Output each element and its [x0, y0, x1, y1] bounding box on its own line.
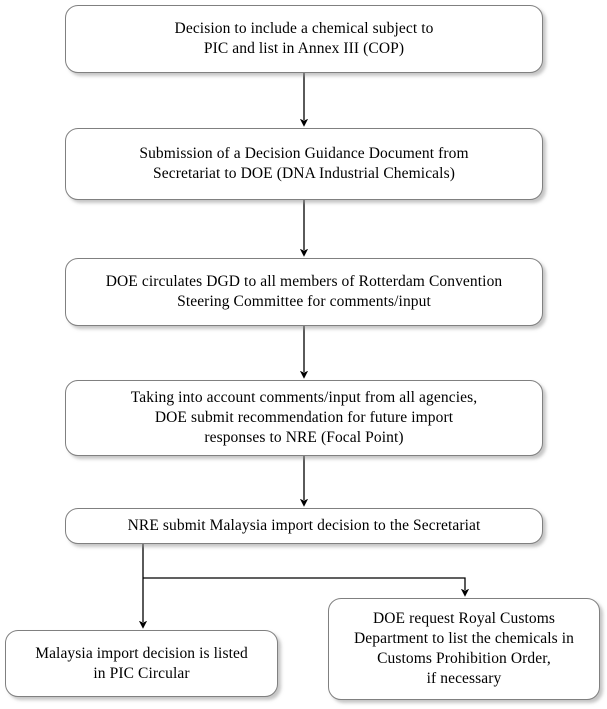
process-node-doe-submit-recommendation[interactable]: Taking into account comments/input from …	[65, 380, 543, 456]
node-label: DOE circulates DGD to all members of Rot…	[105, 273, 503, 310]
node-label: Decision to include a chemical subject t…	[174, 20, 434, 57]
process-node-pic-circular-listing[interactable]: Malaysia import decision is listed in PI…	[5, 630, 278, 697]
node-label: Submission of a Decision Guidance Docume…	[139, 145, 469, 182]
node-label: Malaysia import decision is listed in PI…	[35, 644, 248, 682]
process-node-doe-circulates-dgd[interactable]: DOE circulates DGD to all members of Rot…	[65, 258, 543, 326]
node-label: NRE submit Malaysia import decision to t…	[127, 517, 481, 535]
process-node-decision-to-include[interactable]: Decision to include a chemical subject t…	[65, 5, 543, 73]
node-label: DOE request Royal Customs Department to …	[353, 610, 574, 687]
node-label: Taking into account comments/input from …	[130, 389, 478, 446]
process-node-submission-dgd[interactable]: Submission of a Decision Guidance Docume…	[65, 128, 543, 200]
process-node-nre-submit-decision[interactable]: NRE submit Malaysia import decision to t…	[65, 508, 543, 544]
edge-n5-n7	[143, 577, 470, 597]
process-node-customs-prohibition-order[interactable]: DOE request Royal Customs Department to …	[328, 598, 600, 700]
